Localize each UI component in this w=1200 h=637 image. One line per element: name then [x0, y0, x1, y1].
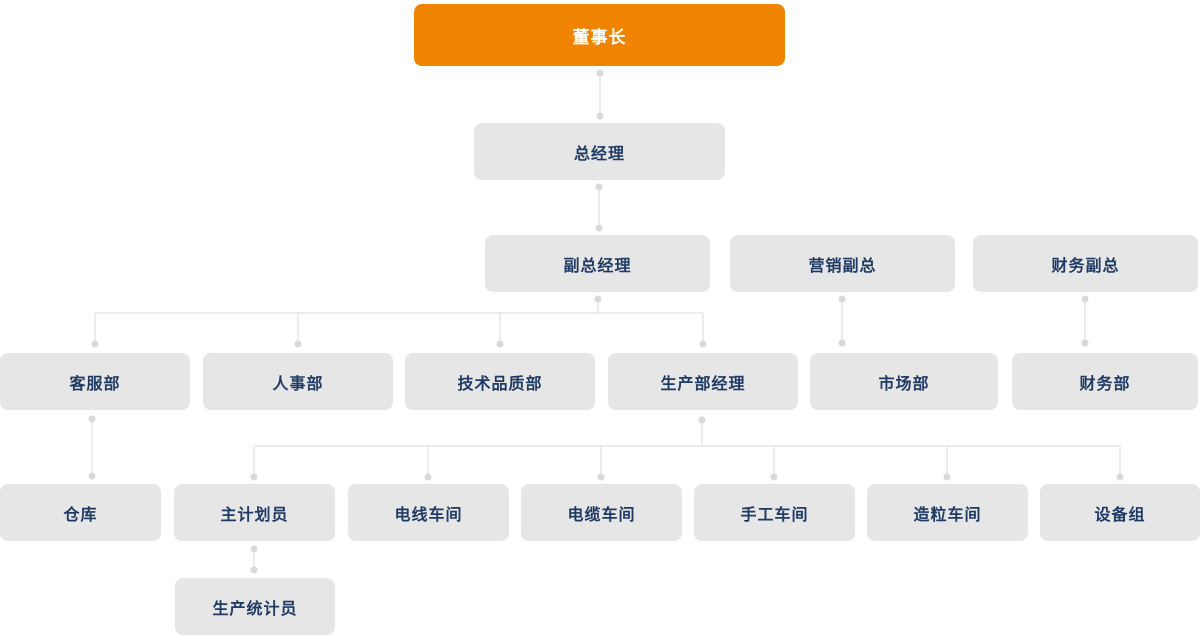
org-node-label: 生产统计员 — [212, 600, 298, 618]
org-node-market-dept[interactable]: 市场部 — [810, 353, 998, 410]
org-node-finance-vp[interactable]: 财务副总 — [973, 235, 1198, 292]
org-node-label: 电线车间 — [394, 506, 463, 524]
org-node-wire-workshop[interactable]: 电线车间 — [348, 484, 509, 541]
org-node-label: 生产部经理 — [660, 375, 746, 393]
connector-customer-service-to-warehouse — [88, 415, 96, 480]
org-node-label: 手工车间 — [740, 506, 809, 524]
connector-chairman-to-general-manager — [596, 69, 604, 120]
org-node-manual-workshop[interactable]: 手工车间 — [694, 484, 855, 541]
org-node-chief-planner[interactable]: 主计划员 — [174, 484, 335, 541]
org-node-label: 客服部 — [69, 375, 121, 393]
org-node-equipment-group[interactable]: 设备组 — [1040, 484, 1200, 541]
org-node-deputy-general-manager[interactable]: 副总经理 — [485, 235, 710, 292]
connector-production-manager-to-workshops — [250, 416, 1124, 481]
org-node-granulation-workshop[interactable]: 造粒车间 — [867, 484, 1028, 541]
org-node-label: 设备组 — [1094, 506, 1146, 524]
connector-general-manager-to-deputy — [595, 183, 603, 232]
org-node-finance-dept[interactable]: 财务部 — [1012, 353, 1198, 410]
org-node-hr-dept[interactable]: 人事部 — [203, 353, 393, 410]
org-node-production-statistician[interactable]: 生产统计员 — [175, 578, 335, 635]
org-node-label: 财务部 — [1079, 375, 1131, 393]
org-node-label: 人事部 — [272, 375, 324, 393]
org-node-label: 营销副总 — [808, 257, 877, 275]
org-node-customer-service-dept[interactable]: 客服部 — [0, 353, 190, 410]
org-node-tech-quality-dept[interactable]: 技术品质部 — [405, 353, 595, 410]
org-node-label: 董事长 — [572, 27, 627, 47]
org-node-label: 技术品质部 — [457, 375, 543, 393]
org-node-marketing-vp[interactable]: 营销副总 — [730, 235, 955, 292]
org-node-production-dept-manager[interactable]: 生产部经理 — [608, 353, 798, 410]
org-node-general-manager[interactable]: 总经理 — [474, 123, 725, 180]
connector-finance-vp-to-finance-dept — [1081, 295, 1089, 347]
org-node-warehouse[interactable]: 仓库 — [0, 484, 161, 541]
org-node-label: 总经理 — [573, 145, 625, 163]
org-node-label: 电缆车间 — [567, 506, 636, 524]
org-node-label: 副总经理 — [563, 257, 632, 275]
org-node-label: 市场部 — [878, 375, 930, 393]
org-node-label: 造粒车间 — [913, 506, 982, 524]
connector-chief-planner-to-statistician — [250, 545, 258, 574]
connector-marketing-vp-to-market-dept — [838, 295, 846, 347]
org-node-chairman[interactable]: 董事长 — [414, 4, 785, 66]
org-node-label: 财务副总 — [1051, 257, 1120, 275]
org-node-cable-workshop[interactable]: 电缆车间 — [521, 484, 682, 541]
org-node-label: 仓库 — [63, 506, 98, 524]
connector-deputy-to-departments — [91, 295, 707, 348]
org-node-label: 主计划员 — [220, 506, 289, 524]
